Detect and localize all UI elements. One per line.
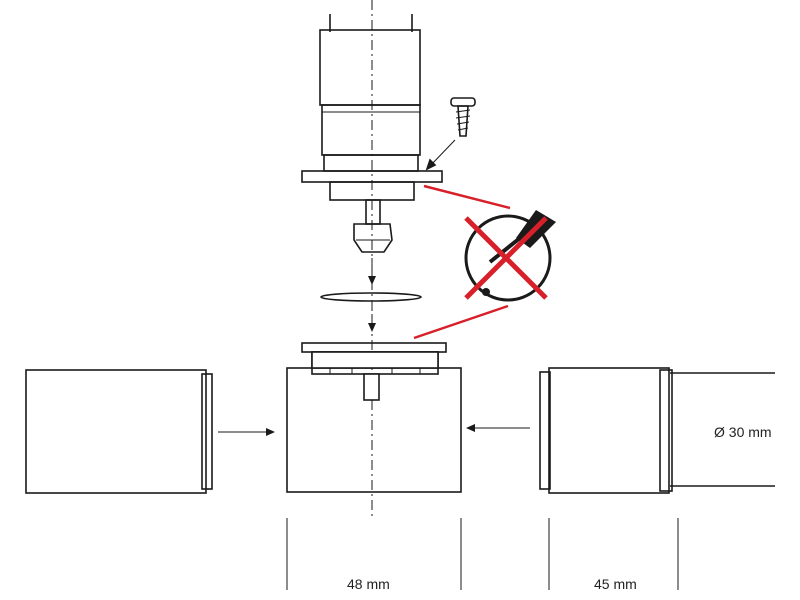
width-label-center: 48 mm [347, 576, 390, 592]
center-housing [286, 342, 462, 493]
motor [301, 14, 443, 253]
callout-line-bottom [413, 304, 509, 340]
right-block [539, 367, 775, 494]
width-label-right: 45 mm [594, 576, 637, 592]
diameter-label: Ø 30 mm [714, 424, 772, 440]
soldering-iron-prohibited-icon [464, 210, 556, 302]
screw-arrow [429, 139, 456, 167]
screw-icon [450, 97, 476, 137]
o-ring [320, 292, 422, 302]
callout-line-top [423, 184, 511, 210]
left-block [25, 369, 213, 494]
dimension-lines [286, 518, 679, 590]
